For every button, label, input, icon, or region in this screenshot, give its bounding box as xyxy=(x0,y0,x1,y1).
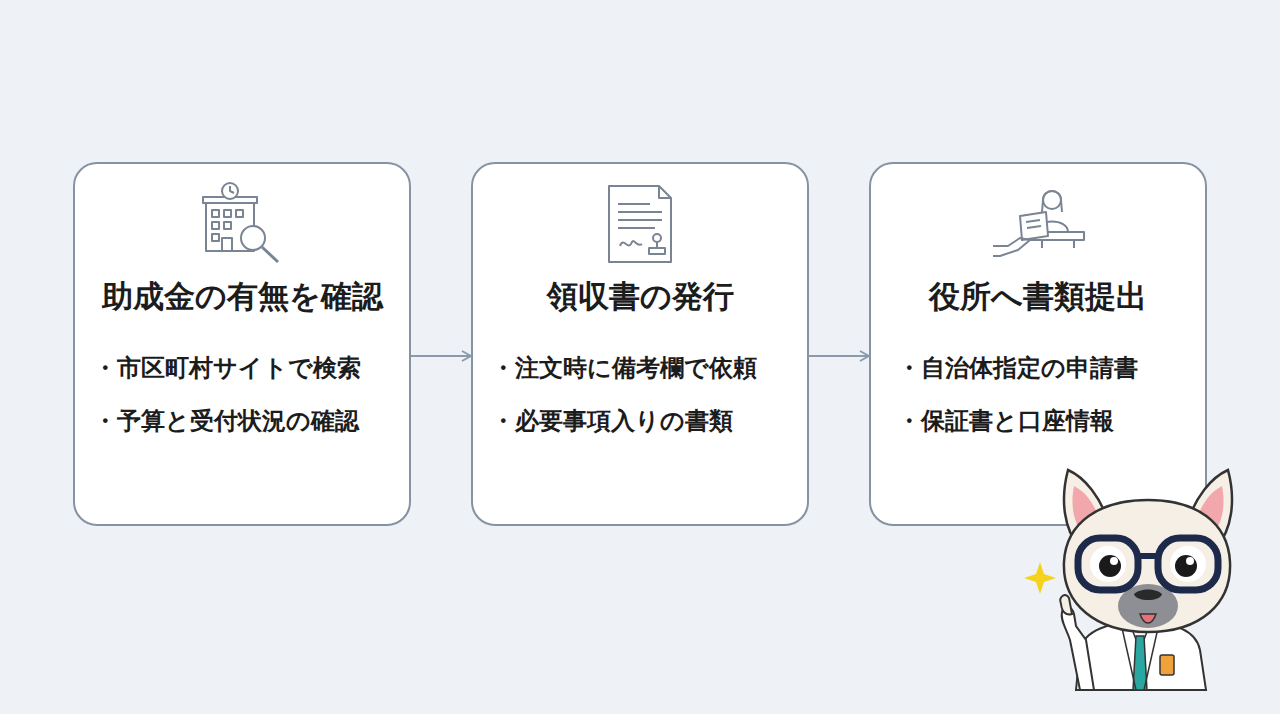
office-counter-icon xyxy=(993,191,1084,256)
step-heading: 役所へ書類提出 xyxy=(871,276,1205,316)
step-box: 助成金の有無を確認・市区町村サイトで検索・予算と受付状況の確認 xyxy=(73,162,411,526)
receipt-document-icon xyxy=(609,186,671,262)
flow-arrow xyxy=(809,355,869,357)
flow-arrow xyxy=(411,355,471,357)
step-box: 領収書の発行・注文時に備考欄で依頼・必要事項入りの書類 xyxy=(471,162,809,526)
step-bullet: ・必要事項入りの書類 xyxy=(491,403,733,439)
step-bullet: ・自治体指定の申請書 xyxy=(897,350,1138,386)
search-building-icon xyxy=(203,183,278,262)
step-bullet: ・注文時に備考欄で依頼 xyxy=(491,350,757,386)
step-bullet: ・市区町村サイトで検索 xyxy=(93,350,361,386)
step-bullet: ・保証書と口座情報 xyxy=(897,403,1114,439)
step-box: 役所へ書類提出・自治体指定の申請書・保証書と口座情報 xyxy=(869,162,1207,526)
step-bullet: ・予算と受付状況の確認 xyxy=(93,403,359,439)
step-heading: 助成金の有無を確認 xyxy=(75,276,409,316)
step-heading: 領収書の発行 xyxy=(473,276,807,316)
bulldog-mascot xyxy=(1024,470,1232,690)
